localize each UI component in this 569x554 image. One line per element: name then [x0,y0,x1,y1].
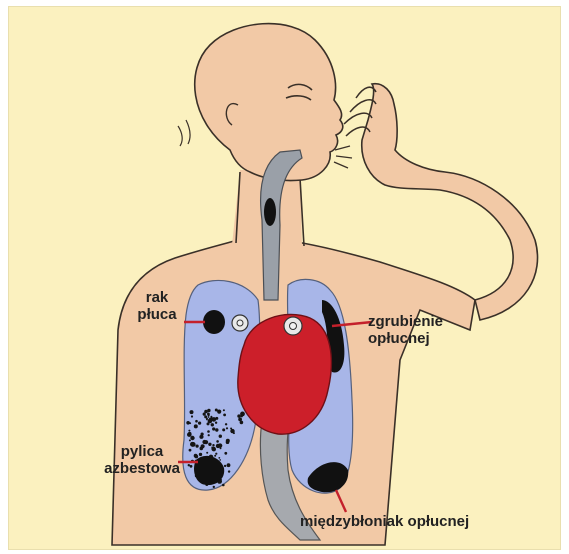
asbestosis-speck [208,416,210,418]
asbestosis-speck [215,422,217,424]
label-asbestosis-line2: azbestowa [103,460,181,477]
asbestosis-speck [191,415,193,417]
asbestosis-speck [227,463,231,467]
heart [238,314,332,434]
label-mesothelioma: międzybłoniak opłucnej [300,513,469,530]
head [195,24,343,181]
lung-cancer-tumor [203,310,225,334]
asbestosis-speck [196,445,199,448]
label-asbestosis-line1: pylica [103,443,181,460]
asbestosis-speck [241,415,243,417]
asbestosis-speck [187,432,192,437]
asbestosis-speck [215,428,218,431]
asbestosis-speck [190,436,194,440]
label-pleural-thickening-line2: opłucnej [368,330,443,347]
asbestosis-speck [215,417,218,420]
asbestosis-speck [223,409,225,411]
asbestosis-speck [188,430,190,432]
asbestosis-speck [223,414,226,417]
asbestosis-speck [199,453,202,456]
asbestosis-speck [191,442,195,446]
throat-tumor [264,198,276,226]
asbestosis-speck [219,459,221,461]
asbestosis-speck [213,486,215,488]
label-pleural-thickening: zgrubienie opłucnej [368,313,443,347]
asbestosis-speck [225,423,227,425]
asbestosis-speck [194,455,198,459]
asbestosis-speck [186,421,190,425]
asbestosis-speck [218,411,220,413]
asbestosis-speck [226,427,228,429]
asbestosis-speck [211,423,214,426]
asbestosis-speck [206,418,208,420]
asbestosis-speck [195,420,198,423]
cough-marks [334,146,352,168]
asbestosis-speck [208,443,211,446]
asbestosis-speck [188,464,190,466]
asbestosis-speck [233,432,235,434]
asbestosis-speck [216,440,219,443]
motion-lines [178,120,190,146]
asbestosis-speck [219,435,222,438]
asbestosis-speck [224,465,226,467]
asbestosis-speck [212,427,215,430]
asbestosis-speck [208,434,210,436]
asbestosis-speck [212,447,216,451]
asbestosis-speck [207,413,210,416]
asbestosis-speck [204,410,208,414]
asbestosis-speck [198,422,201,425]
label-asbestosis: pylica azbestowa [103,443,181,477]
asbestosis-speck [207,430,210,433]
label-lung-cancer-line1: rak [133,289,181,306]
asbestosis-speck [189,439,191,441]
asbestosis-speck [206,452,208,454]
asbestosis-speck [228,470,230,472]
label-mesothelioma-line1: międzybłoniak opłucnej [300,513,469,530]
asbestosis-speck [215,409,218,412]
asbestosis-speck [224,452,227,455]
asbestosis-speck [204,440,208,444]
asbestosis-speck [214,455,216,457]
asbestosis-speck [215,453,217,455]
asbestosis-speck [216,444,220,448]
label-lung-cancer-line2: płuca [133,306,181,323]
asbestosis-speck [226,439,230,443]
asbestosis-speck [212,444,214,446]
asbestosis-speck [222,428,225,431]
asbestosis-speck [190,465,193,468]
asbestosis-speck [189,449,192,452]
asbestosis-speck [218,457,220,459]
asbestosis-speck [201,436,203,438]
asbestosis-speck [201,433,204,436]
asbestosis-speck [240,421,244,425]
asbestosis-speck [222,484,225,487]
label-lung-cancer: rak płuca [133,289,181,323]
asbestosis-speck [194,424,198,428]
label-pleural-thickening-line1: zgrubienie [368,313,443,330]
asbestosis-speck [201,444,205,448]
asbestosis-speck [190,410,194,414]
asbestosis-speck [208,419,213,424]
asbestosis-speck [237,414,240,417]
